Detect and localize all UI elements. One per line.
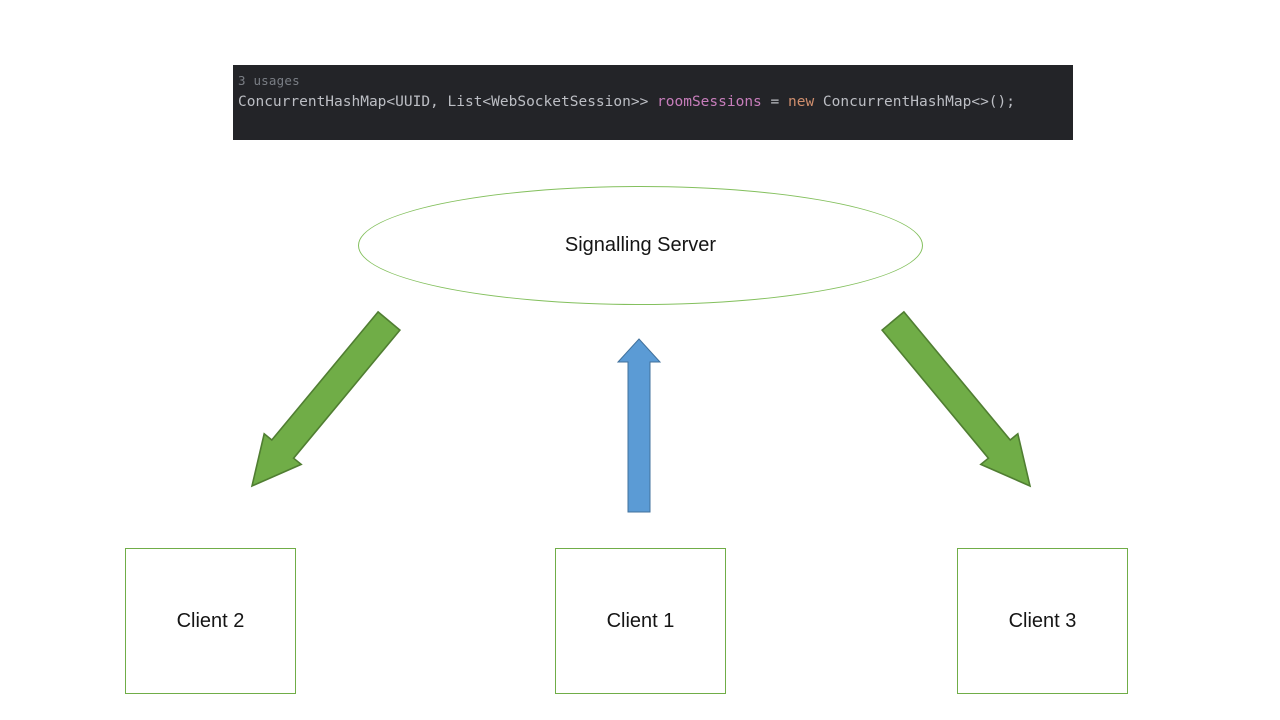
arrow-client1-to-server: [616, 338, 662, 513]
client3-label: Client 3: [1008, 609, 1077, 632]
usages-hint: 3 usages: [238, 73, 300, 88]
code-token-keyword-new: new: [788, 94, 815, 110]
client1-label: Client 1: [606, 609, 675, 632]
signalling-server-label: Signalling Server: [564, 234, 717, 256]
client2-label: Client 2: [176, 609, 245, 632]
arrow-server-to-client3: [880, 310, 1032, 488]
arrow-server-to-client2: [250, 310, 402, 488]
code-token-constructor: ConcurrentHashMap<>();: [814, 94, 1015, 110]
code-line: ConcurrentHashMap<UUID, List<WebSocketSe…: [238, 89, 1067, 115]
code-snippet-panel: 3 usages ConcurrentHashMap<UUID, List<We…: [233, 65, 1073, 140]
code-token-type: ConcurrentHashMap<UUID, List<WebSocketSe…: [238, 94, 658, 110]
signalling-server-node: Signalling Server: [358, 186, 923, 305]
code-token-field: roomSessions: [657, 94, 762, 110]
client1-node: Client 1: [555, 548, 726, 694]
code-token-assign: =: [761, 94, 788, 110]
client2-node: Client 2: [125, 548, 296, 694]
client3-node: Client 3: [957, 548, 1128, 694]
